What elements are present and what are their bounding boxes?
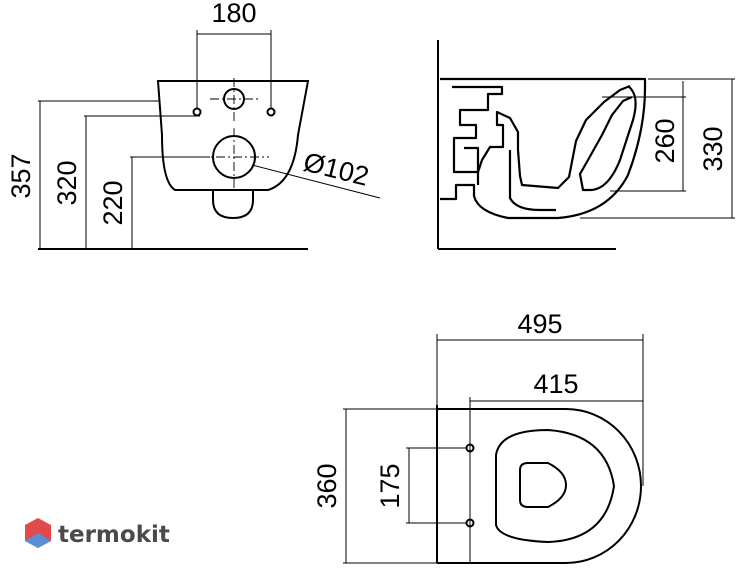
top-bowl-outline [437,408,642,564]
side-section-trap [464,146,556,212]
top-outlet-opening [519,462,568,508]
front-left-hole [192,107,202,117]
dim-label-220: 220 [98,180,128,225]
side-section-inner [452,84,631,190]
front-bowl-outline [156,80,310,191]
front-trap-outline [212,190,254,220]
dim-label-260: 260 [650,118,680,163]
dim-label-diameter-102: Ø102 [301,147,372,192]
front-right-hole [266,107,276,117]
dim-label-357: 357 [6,153,36,198]
dim-label-330: 330 [698,126,728,171]
dim-label-180: 180 [211,0,256,28]
dim-label-495: 495 [517,309,562,339]
dim-label-320: 320 [52,160,82,205]
side-section-bowl [578,85,637,192]
dim-label-415: 415 [533,369,578,399]
dim-label-175: 175 [375,463,405,508]
top-inner-bowl [495,428,616,544]
logo-text: termokit [58,522,170,548]
side-section-view: 260 330 [437,40,735,250]
top-fixing-hole [465,518,475,528]
side-section-outer [440,77,647,220]
dim-label-360: 360 [312,463,342,508]
termokit-logo: termokit [25,518,170,548]
logo-hexagon-lower-icon [25,533,51,548]
top-fixing-hole [465,443,475,453]
front-view: 180 357 320 220 Ø102 [6,0,381,250]
top-view: 495 415 360 175 [312,309,644,564]
dim-leader [251,164,381,199]
